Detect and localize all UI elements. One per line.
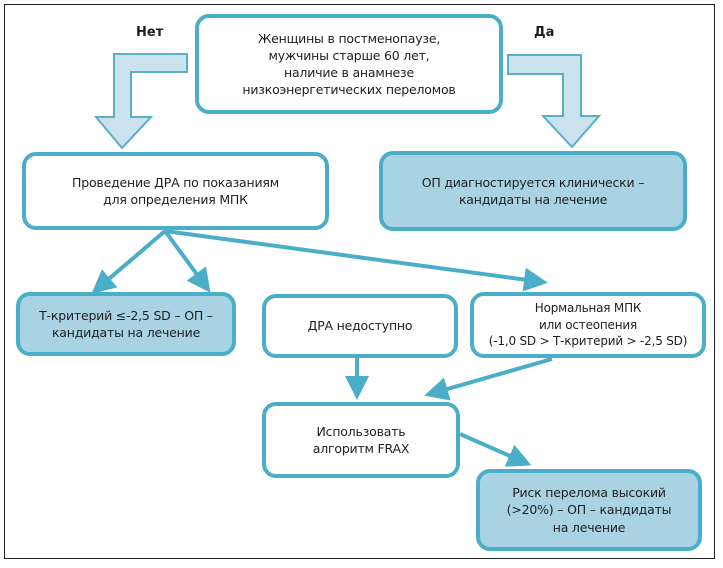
node-clinical-diagnosis: ОП диагностируется клинически – кандидат…	[379, 151, 687, 231]
connector-dxa-to-tscore-left	[91, 229, 167, 294]
big-arrow-no	[93, 53, 188, 150]
node-normal-bmd-osteopenia: Нормальная МПК или остеопения (-1,0 SD >…	[470, 292, 706, 358]
node-tscore-osteoporosis: Т-критерий ≤-2,5 SD – ОП – кандидаты на …	[16, 292, 236, 356]
node-dxa-unavailable: ДРА недоступно	[262, 294, 458, 358]
node-use-frax: Использовать алгоритм FRAX	[262, 402, 460, 478]
connector-normal-to-frax	[424, 357, 553, 401]
connector-dxa-to-tscore-right	[163, 229, 211, 293]
diagram-frame	[4, 4, 715, 559]
node-dxa-testing: Проведение ДРА по показаниям для определ…	[22, 152, 329, 230]
node-start-criteria: Женщины в постменопаузе, мужчины старше …	[195, 14, 503, 114]
connector-frax-to-risk	[459, 432, 532, 467]
node-high-fracture-risk: Риск перелома высокий (>20%) – ОП – канд…	[476, 469, 702, 551]
connector-dxa-to-normal	[164, 229, 548, 292]
branch-label-no: Нет	[136, 25, 164, 40]
branch-label-yes: Да	[534, 25, 555, 40]
big-arrow-yes	[507, 54, 602, 149]
